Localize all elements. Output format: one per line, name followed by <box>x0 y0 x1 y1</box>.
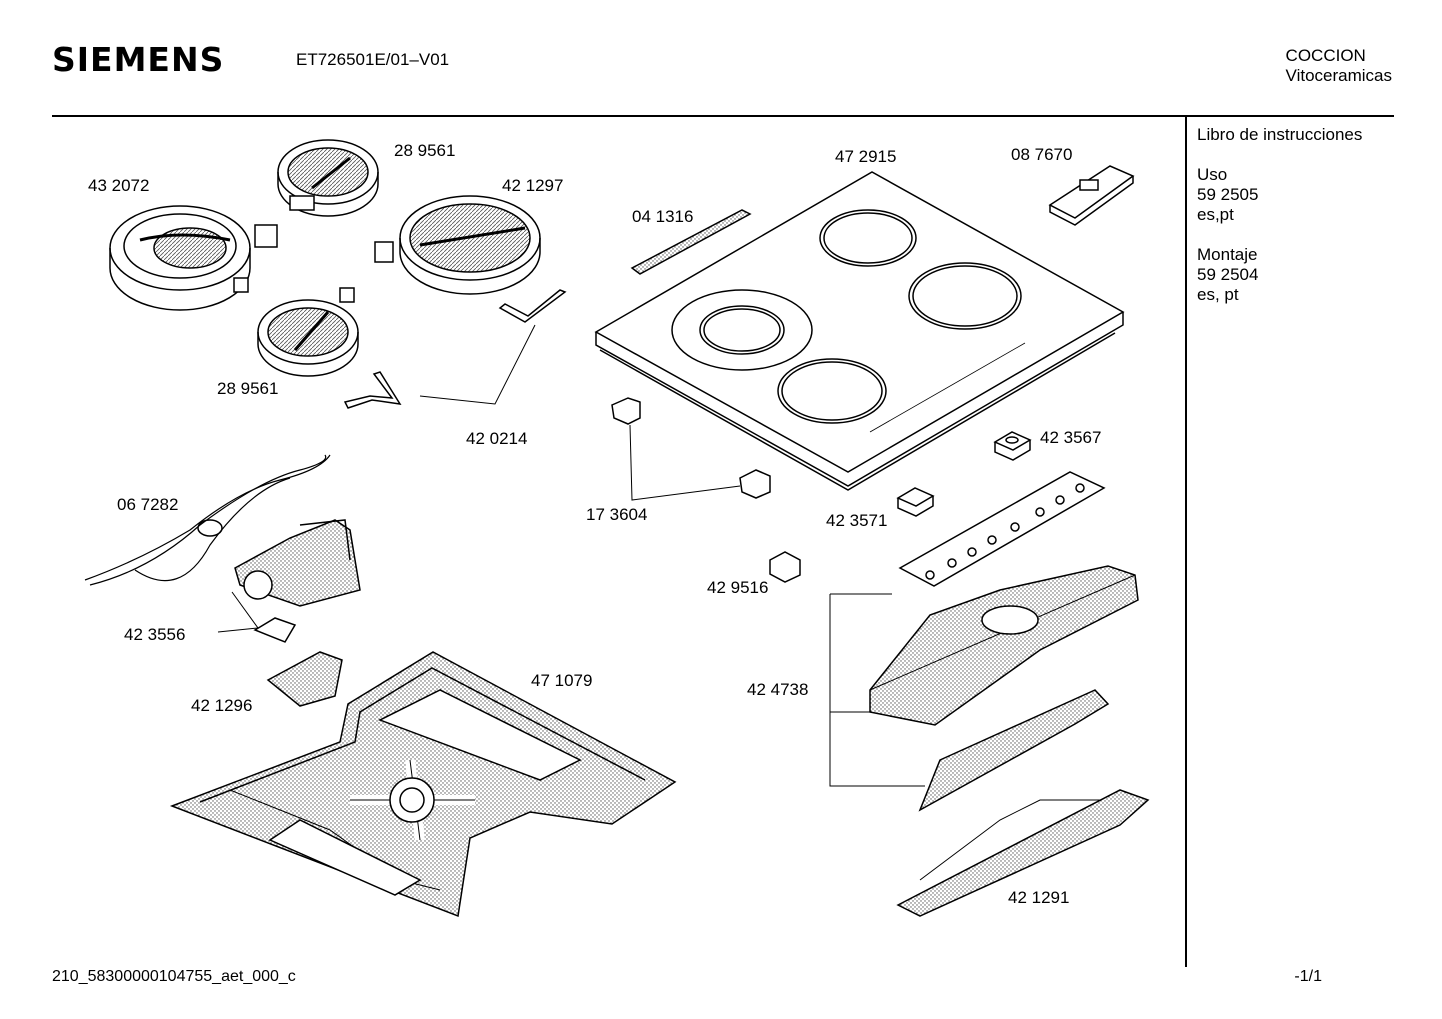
montaje-number: 59 2504 <box>1197 265 1259 284</box>
frame-strip-041316 <box>630 209 752 275</box>
heating-element-432072 <box>109 205 278 311</box>
clip-173604 <box>611 397 771 501</box>
exploded-parts-diagram <box>84 139 1150 918</box>
header-divider <box>52 115 1394 117</box>
page-number: -1/1 <box>1294 968 1322 985</box>
uso-langs: es,pt <box>1197 205 1234 224</box>
category-line1: COCCION <box>1285 46 1366 65</box>
part-label-067282: 06 7282 <box>117 495 179 514</box>
uso-number: 59 2505 <box>1197 185 1259 204</box>
heating-element-289561-bottom <box>257 287 359 377</box>
terminal-block-423556 <box>217 519 361 643</box>
part-label-421297: 42 1297 <box>502 176 564 195</box>
montaje-langs: es, pt <box>1197 285 1239 304</box>
connector-087670 <box>1048 165 1135 226</box>
bottom-tray-471079 <box>169 651 677 918</box>
part-label-041316: 04 1316 <box>632 207 694 226</box>
fuse-429516 <box>769 551 801 583</box>
brand-logo: SIEMENS <box>52 40 225 79</box>
key-panel <box>898 471 1106 587</box>
document-id: 210_58300000104755_aet_000_c <box>52 968 296 985</box>
part-label-289561-bottom: 28 9561 <box>217 379 279 398</box>
control-housing-424738 <box>829 565 1139 812</box>
part-label-420214: 42 0214 <box>466 429 528 448</box>
control-board-421291 <box>896 789 1150 917</box>
uso-label: Uso <box>1197 165 1228 184</box>
part-label-432072: 43 2072 <box>88 176 150 195</box>
heating-element-289561-top <box>277 139 379 217</box>
sidebar-divider <box>1185 117 1187 967</box>
sidebar-title: Libro de instrucciones <box>1197 125 1363 144</box>
montaje-label: Montaje <box>1197 245 1258 264</box>
heating-element-421297 <box>374 195 541 295</box>
part-label-429516: 42 9516 <box>707 578 769 597</box>
cable-067282 <box>84 454 331 586</box>
part-label-087670: 08 7670 <box>1011 145 1073 164</box>
part-label-471079: 47 1079 <box>531 671 593 690</box>
ceramic-glass-top-472915 <box>594 171 1125 491</box>
part-label-421291: 42 1291 <box>1008 888 1070 907</box>
part-label-173604: 17 3604 <box>586 505 648 524</box>
part-label-423567: 42 3567 <box>1040 428 1102 447</box>
part-label-421296: 42 1296 <box>191 696 253 715</box>
part-label-424738: 42 4738 <box>747 680 809 699</box>
knob-423567 <box>993 431 1032 461</box>
model-number: ET726501E/01–V01 <box>296 50 450 69</box>
sidebar: Libro de instrucciones Uso 59 2505 es,pt… <box>1197 125 1362 305</box>
cover-421296 <box>266 651 343 707</box>
part-label-289561-top: 28 9561 <box>394 141 456 160</box>
part-label-423571: 42 3571 <box>826 511 888 530</box>
category-line2: Vitoceramicas <box>1285 66 1392 85</box>
category: COCCION Vitoceramicas <box>1286 46 1392 86</box>
bracket-420214 <box>343 289 567 409</box>
knob-423571 <box>896 487 935 517</box>
part-label-423556: 42 3556 <box>124 625 186 644</box>
part-label-472915: 47 2915 <box>835 147 897 166</box>
